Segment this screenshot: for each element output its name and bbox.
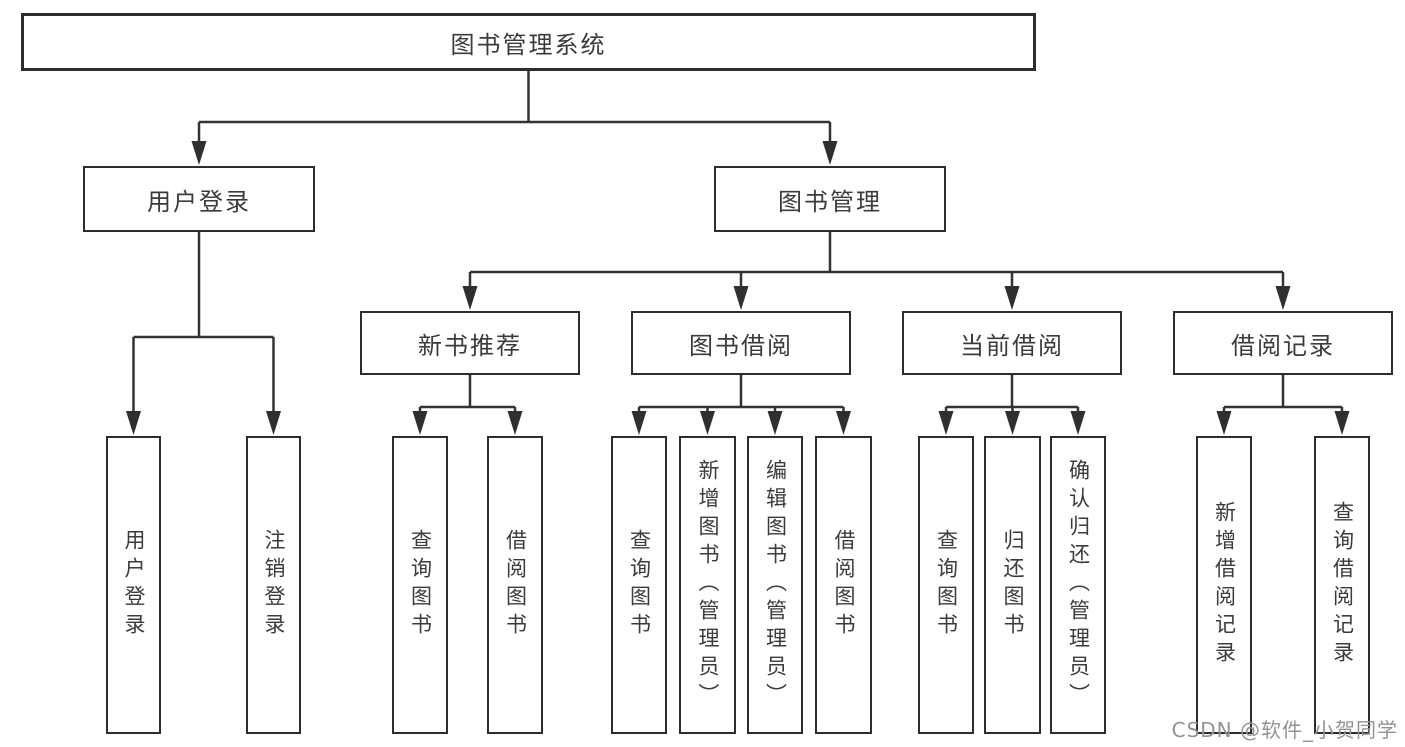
node-user-login: 用户登录 (83, 166, 315, 232)
leaf-add-books-admin: 新增图书（管理员） (679, 436, 736, 734)
leaf-logout-login-label: 注销登录 (262, 529, 286, 641)
connector-root-to-level2 (191, 71, 838, 165)
node-root: 图书管理系统 (21, 13, 1036, 71)
leaf-confirm-return-admin: 确认归还（管理员） (1050, 436, 1106, 734)
leaf-edit-books-admin-label: 编辑图书（管理员） (763, 459, 788, 711)
leaf-borrow-books-borrowing-label: 借阅图书 (832, 529, 856, 641)
connector-new-book-recommend-to-leaves (412, 375, 523, 435)
leaf-add-borrow-record: 新增借阅记录 (1196, 436, 1252, 734)
leaf-edit-books-admin: 编辑图书（管理员） (747, 436, 803, 734)
leaf-borrow-books-recommend: 借阅图书 (487, 436, 543, 734)
connector-borrowing-records-to-leaves (1216, 375, 1350, 435)
leaf-borrow-books-borrowing: 借阅图书 (815, 436, 872, 734)
leaf-search-books-recommend: 查询图书 (392, 436, 448, 734)
leaf-user-login: 用户登录 (106, 436, 161, 734)
node-book-borrowing: 图书借阅 (631, 311, 851, 375)
leaf-return-books-label: 归还图书 (1001, 529, 1025, 641)
csdn-watermark: CSDN @软件_小贺同学 (1171, 718, 1398, 742)
connector-book-management-to-level3 (462, 232, 1291, 310)
leaf-search-books-borrowing-label: 查询图书 (627, 529, 652, 641)
leaf-search-books-current-label: 查询图书 (934, 529, 959, 641)
node-current-borrowing: 当前借阅 (902, 311, 1122, 375)
leaf-logout-login: 注销登录 (246, 436, 301, 734)
leaf-search-borrow-record-label: 查询借阅记录 (1330, 501, 1355, 669)
leaf-confirm-return-admin-label: 确认归还（管理员） (1066, 459, 1091, 711)
connector-user-login-to-leaves (126, 232, 281, 435)
leaf-borrow-books-recommend-label: 借阅图书 (503, 529, 528, 641)
leaf-add-books-admin-label: 新增图书（管理员） (696, 459, 720, 711)
leaf-search-books-current: 查询图书 (918, 436, 974, 734)
leaf-user-login-label: 用户登录 (122, 529, 146, 641)
leaf-search-borrow-record: 查询借阅记录 (1314, 436, 1370, 734)
leaf-return-books: 归还图书 (984, 436, 1041, 734)
node-book-management: 图书管理 (714, 166, 946, 232)
connector-book-borrowing-to-leaves (631, 375, 851, 435)
node-borrowing-records: 借阅记录 (1173, 311, 1393, 375)
node-new-book-recommend: 新书推荐 (360, 311, 580, 375)
leaf-add-borrow-record-label: 新增借阅记录 (1212, 501, 1237, 669)
connector-current-borrowing-to-leaves (938, 375, 1086, 435)
leaf-search-books-recommend-label: 查询图书 (408, 529, 433, 641)
leaf-search-books-borrowing: 查询图书 (611, 436, 667, 734)
